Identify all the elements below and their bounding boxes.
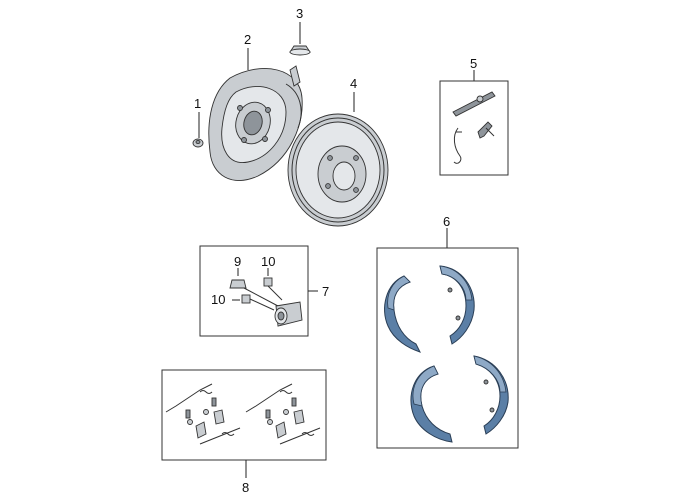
callout-10-lower: 10 xyxy=(211,292,225,307)
callout-9: 9 xyxy=(234,254,241,269)
part-5-adjuster-kit xyxy=(439,70,509,176)
part-8-hardware-kit xyxy=(161,369,327,478)
callout-1: 1 xyxy=(194,96,201,111)
callout-3: 3 xyxy=(296,6,303,21)
callout-4: 4 xyxy=(350,76,357,91)
callout-2: 2 xyxy=(244,32,251,47)
callout-6: 6 xyxy=(443,214,450,229)
callout-5: 5 xyxy=(470,56,477,71)
part-2-backing-plate xyxy=(208,48,303,181)
part-3-plug xyxy=(289,22,311,56)
part-1-bolt xyxy=(192,112,204,148)
callout-10-upper: 10 xyxy=(261,254,275,269)
part-6-brake-shoe-set xyxy=(376,228,519,449)
part-7-wheel-cylinder-kit xyxy=(199,245,318,337)
part-4-brake-drum xyxy=(287,92,389,227)
callout-7: 7 xyxy=(322,284,329,299)
callout-8: 8 xyxy=(242,480,249,495)
